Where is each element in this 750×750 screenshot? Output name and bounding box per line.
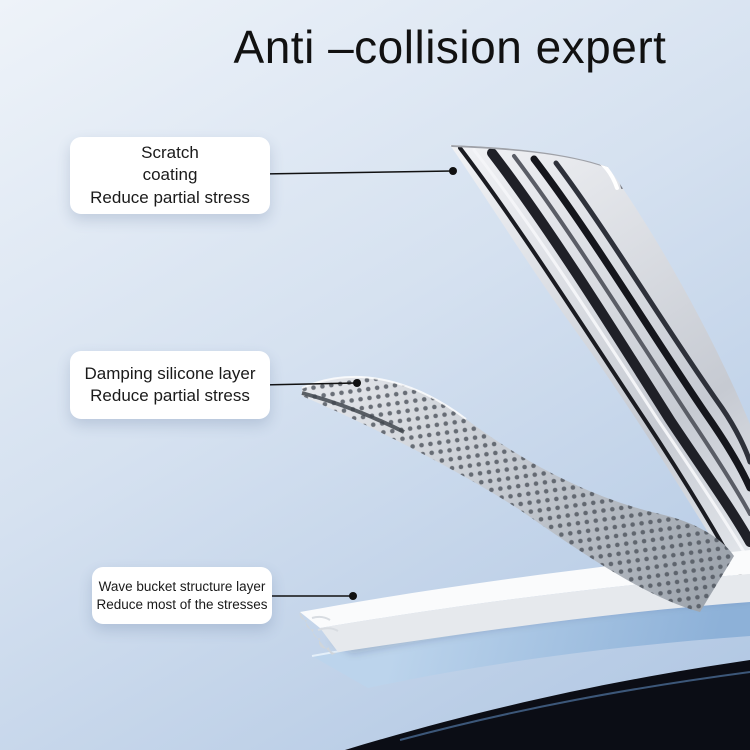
mesh-holes bbox=[302, 376, 734, 612]
page-title: Anti –collision expert bbox=[233, 21, 667, 73]
glass-sheet bbox=[450, 145, 750, 600]
case-frame-edge bbox=[312, 594, 750, 688]
leader-dot-scratch bbox=[449, 167, 457, 175]
leader-dot-wave bbox=[349, 592, 357, 600]
glass-reflection-stripes bbox=[451, 145, 750, 587]
callout-scratch-coating: Scratch coating Reduce partial stress bbox=[70, 137, 270, 214]
scratch-coating-layer bbox=[450, 145, 750, 600]
leader-line-scratch bbox=[259, 167, 457, 175]
leader-lines bbox=[259, 167, 457, 600]
callout-damping-text: Damping silicone layer Reduce partial st… bbox=[84, 363, 256, 405]
callout-scratch-text: Scratch coating Reduce partial stress bbox=[90, 143, 250, 207]
wave-layer-front-face bbox=[320, 574, 750, 652]
leader-line-wave bbox=[260, 592, 357, 600]
callout-damping-silicone: Damping silicone layer Reduce partial st… bbox=[70, 351, 270, 419]
callout-wave-text: Wave bucket structure layer Reduce most … bbox=[96, 578, 268, 612]
callout-wave-bucket: Wave bucket structure layer Reduce most … bbox=[92, 567, 272, 624]
damping-silicone-mesh-layer bbox=[301, 375, 734, 612]
leader-dot-damping bbox=[353, 379, 361, 387]
leader-line-damping bbox=[259, 379, 361, 387]
